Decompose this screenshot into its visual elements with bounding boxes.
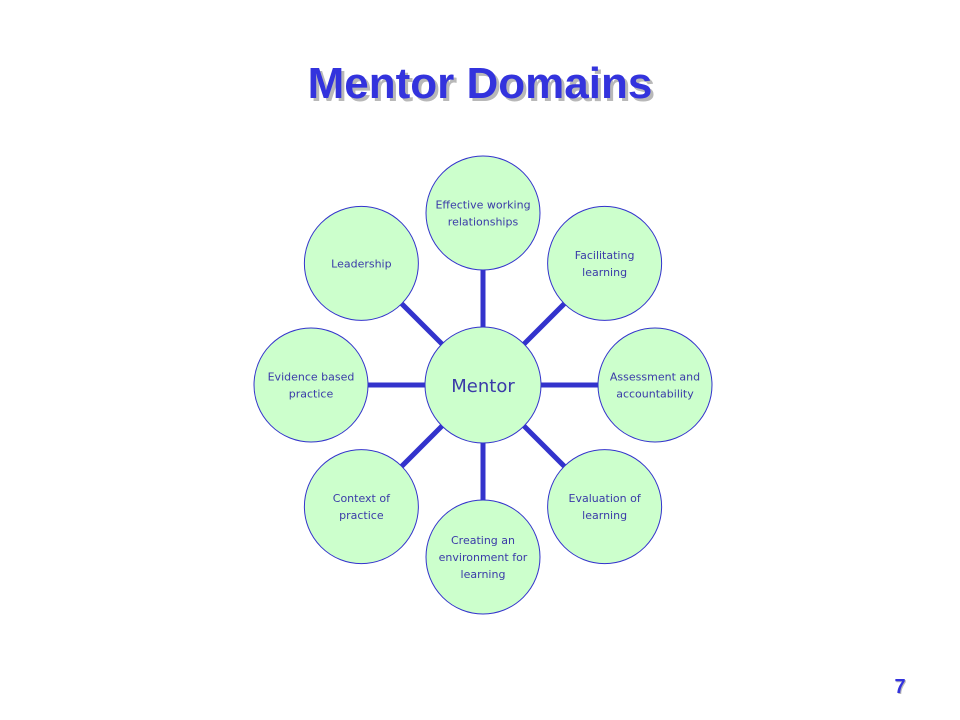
- node-label: Creating an: [451, 534, 515, 547]
- node-circle: [597, 327, 713, 443]
- node-label: practice: [289, 388, 334, 401]
- node-label: learning: [461, 568, 506, 581]
- node-label: learning: [582, 266, 627, 279]
- slide-title: Mentor Domains: [307, 59, 653, 108]
- center-circle: [424, 326, 542, 444]
- node-circle: [547, 205, 663, 321]
- node-context-of-practice: Context of practice: [303, 449, 419, 565]
- node-label: Leadership: [331, 257, 391, 270]
- node-creating-an-environment-for-learning: Creating an environment for learning: [425, 499, 541, 615]
- node-evidence-based-practice: Evidence based practice: [253, 327, 369, 443]
- connectors: [368, 270, 598, 500]
- node-label: Effective working: [435, 199, 530, 212]
- node-label: Assessment and: [610, 371, 700, 384]
- node-label: Evaluation of: [569, 492, 642, 505]
- node-circle: [425, 499, 541, 615]
- node-leadership: Leadership: [303, 205, 419, 321]
- node-circle: [547, 449, 663, 565]
- domain-nodes: Effective workingrelationshipsFacilitati…: [253, 155, 713, 615]
- node-label: relationships: [448, 216, 519, 229]
- center-node: Mentor: [424, 326, 542, 444]
- node-effective-working-relationships: Effective working relationships: [425, 155, 541, 271]
- node-circle: [425, 155, 541, 271]
- node-label: accountability: [616, 388, 694, 401]
- node-circle: [303, 205, 419, 321]
- node-assessment-and-accountability: Assessment and accountability: [597, 327, 713, 443]
- connector-facilitating-learning: [522, 301, 567, 346]
- node-label: Evidence based: [268, 371, 355, 384]
- node-label: learning: [582, 509, 627, 522]
- node-evaluation-of-learning: Evaluation of learning: [547, 449, 663, 565]
- node-label: practice: [339, 509, 384, 522]
- node-facilitating-learning: Facilitating learning: [547, 205, 663, 321]
- node-circle: [303, 449, 419, 565]
- node-label: environment for: [439, 551, 528, 564]
- connector-evaluation-of-learning: [522, 424, 567, 469]
- center-label: Mentor: [451, 376, 515, 397]
- node-label: Context of: [333, 492, 391, 505]
- page-number: 7: [894, 676, 906, 698]
- connector-leadership: [399, 301, 444, 346]
- node-circle: [253, 327, 369, 443]
- node-label: Facilitating: [575, 249, 635, 262]
- connector-context-of-practice: [399, 424, 444, 469]
